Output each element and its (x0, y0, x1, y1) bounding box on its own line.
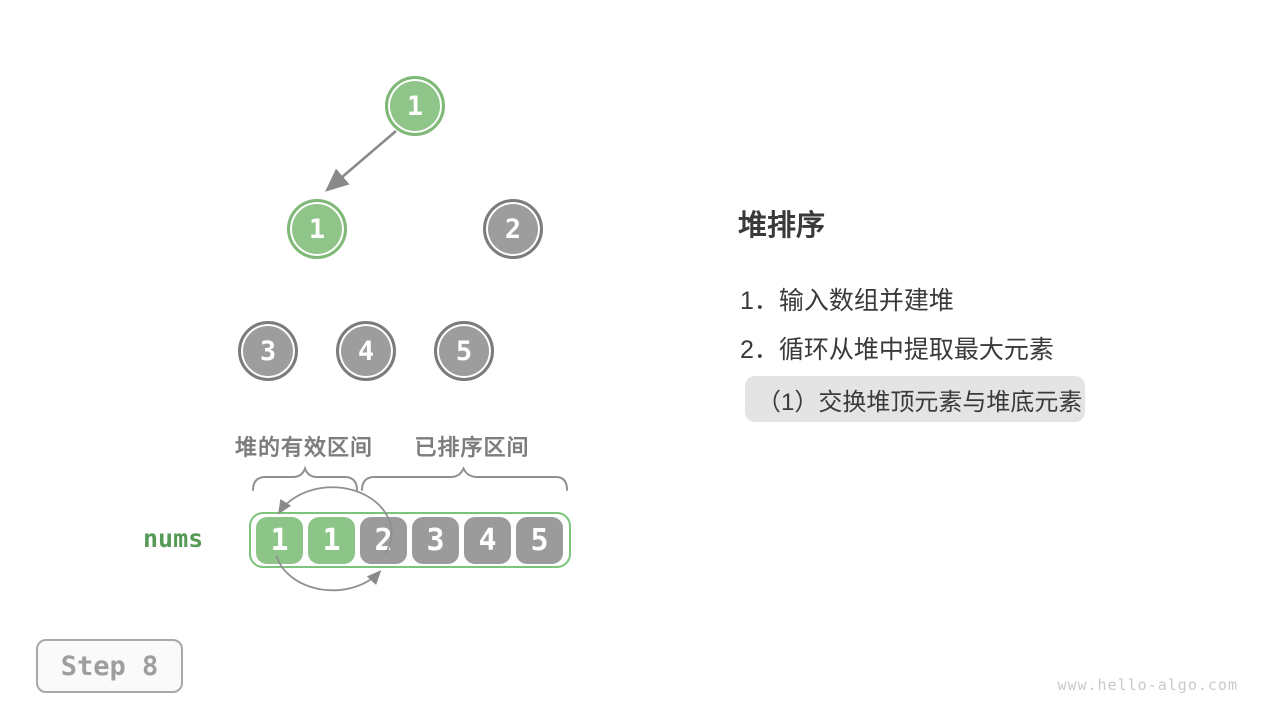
array-cell-3: 3 (412, 516, 459, 564)
heap-range-label: 堆的有效区间 (234, 435, 373, 460)
sorted-range-label: 已排序区间 (414, 435, 530, 460)
array-cell-2: 2 (360, 516, 407, 564)
panel-title: 堆排序 (738, 210, 826, 242)
step-badge: Step 8 (36, 639, 183, 693)
array-name-label: nums (143, 524, 204, 553)
array-cell-1: 1 (308, 516, 355, 564)
panel-step-2: 2．循环从堆中提取最大元素 (740, 336, 1054, 364)
nums-array: 1 1 2 3 4 5 (249, 512, 571, 568)
watermark: www.hello-algo.com (1057, 676, 1238, 694)
heap-range-brace-icon (252, 465, 358, 491)
panel-step-1: 1．输入数组并建堆 (740, 287, 954, 315)
array-cell-0: 1 (256, 516, 303, 564)
tree-node-left: 1 (287, 199, 347, 259)
current-substep-highlight: （1）交换堆顶元素与堆底元素 (745, 376, 1085, 422)
tree-node-leaf-4: 4 (336, 321, 396, 381)
sift-down-arrow-icon (325, 130, 397, 192)
array-cell-4: 4 (464, 516, 511, 564)
sorted-range-brace-icon (361, 466, 568, 491)
tree-node-root: 1 (385, 76, 445, 136)
tree-node-leaf-3: 3 (238, 321, 298, 381)
tree-node-leaf-5: 5 (434, 321, 494, 381)
tree-node-right: 2 (483, 199, 543, 259)
array-cell-5: 5 (516, 516, 563, 564)
current-substep-label: （1）交换堆顶元素与堆底元素 (757, 388, 1083, 416)
